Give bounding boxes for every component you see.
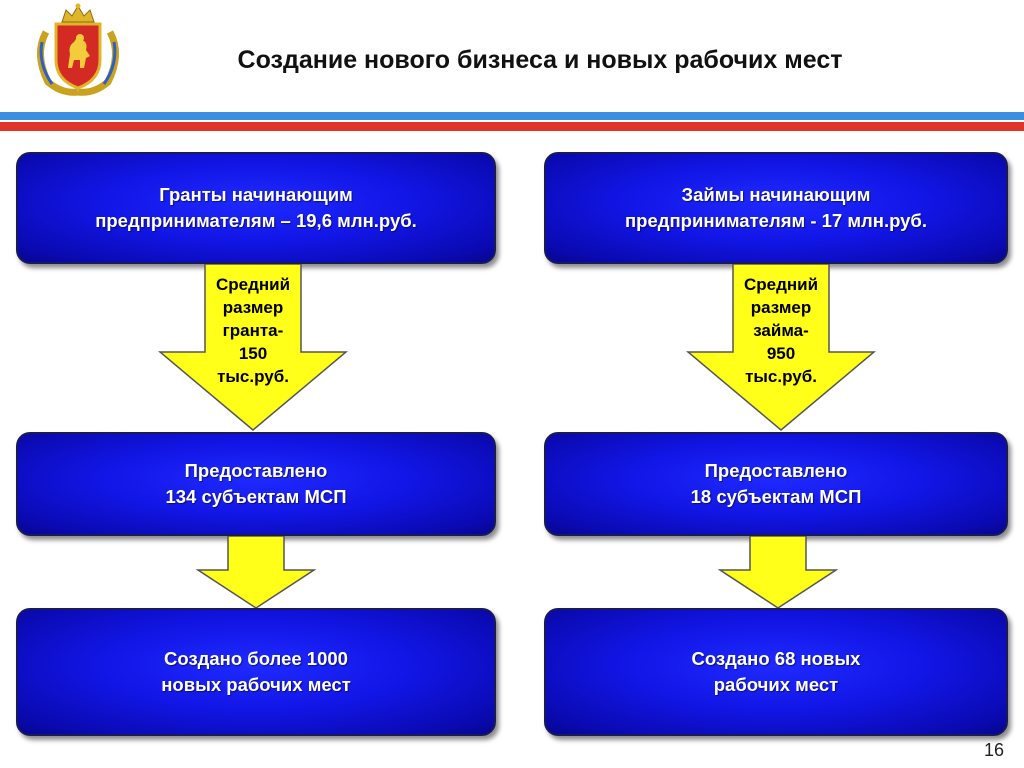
grant-size-text: Средний размер гранта- 150 тыс.руб. [215,275,291,386]
grants-box-line-1: Гранты начинающим [159,184,353,205]
page-title: Создание нового бизнеса и новых рабочих … [237,46,843,74]
grants-jobs-line-2: новых рабочих мест [161,674,351,695]
loans-box-line-1: Займы начинающим [681,184,871,205]
header-stripe-red [0,122,1024,131]
grant-size-arrow [158,264,348,431]
loan-size-arrow [686,264,876,431]
loans-box: Займы начинающим предпринимателям - 17 м… [544,152,1008,264]
coat-of-arms-icon [37,3,119,96]
loans-jobs-line-1: Создано 68 новых [691,648,861,669]
loan-size-text: Средний размер займа- 950 тыс.руб. [743,275,819,386]
page-number: 16 [983,740,1004,760]
header-stripe-blue [0,112,1024,120]
grants-down-arrow [196,536,316,609]
loans-recipients-box: Предоставлено 18 субъектам МСП [544,432,1008,536]
grants-jobs-box: Создано более 1000 новых рабочих мест [16,608,496,736]
loans-recipients-line-2: 18 субъектам МСП [690,486,862,507]
loans-jobs-box: Создано 68 новых рабочих мест [544,608,1008,736]
loans-jobs-line-2: рабочих мест [713,674,839,695]
header-stripe-white [0,106,1024,112]
grants-box-line-2: предпринимателям – 19,6 млн.руб. [95,210,417,231]
grants-recipients-box: Предоставлено 134 субъектам МСП [16,432,496,536]
loans-down-arrow [718,536,838,609]
grants-box: Гранты начинающим предпринимателям – 19,… [16,152,496,264]
loans-box-line-2: предпринимателям - 17 млн.руб. [624,210,928,231]
grants-jobs-line-1: Создано более 1000 [164,648,348,669]
grants-recipients-line-2: 134 субъектам МСП [165,486,347,507]
loans-recipients-line-1: Предоставлено [704,460,848,481]
grants-recipients-line-1: Предоставлено [184,460,328,481]
